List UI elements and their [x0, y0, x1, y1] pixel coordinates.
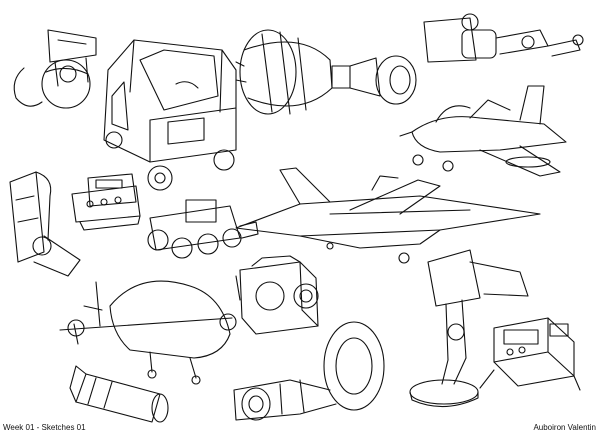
rolling-vehicle-sketch	[148, 200, 258, 258]
dome-turret-sketch	[14, 30, 96, 108]
bent-arm-sketch	[10, 172, 80, 276]
control-box-sketch	[72, 174, 140, 230]
bomb-sketch	[70, 366, 168, 422]
compact-car-sketch	[104, 40, 236, 190]
delta-jet-sketch	[236, 168, 540, 263]
fighter-jet-sketch	[400, 86, 566, 176]
rocket-engine-sketch	[236, 30, 416, 114]
articulated-arm-sketch	[410, 250, 528, 407]
cargo-plane-sketch	[60, 281, 236, 384]
camera-sketch	[236, 256, 318, 334]
sheet-caption-left: Week 01 - Sketches 01	[3, 423, 86, 432]
mechanical-part-sketch	[424, 14, 583, 62]
sheet-caption-right: Auboiron Valentin	[533, 423, 596, 432]
control-panel-sketch	[480, 318, 580, 390]
pod-engine-sketch	[234, 322, 384, 420]
